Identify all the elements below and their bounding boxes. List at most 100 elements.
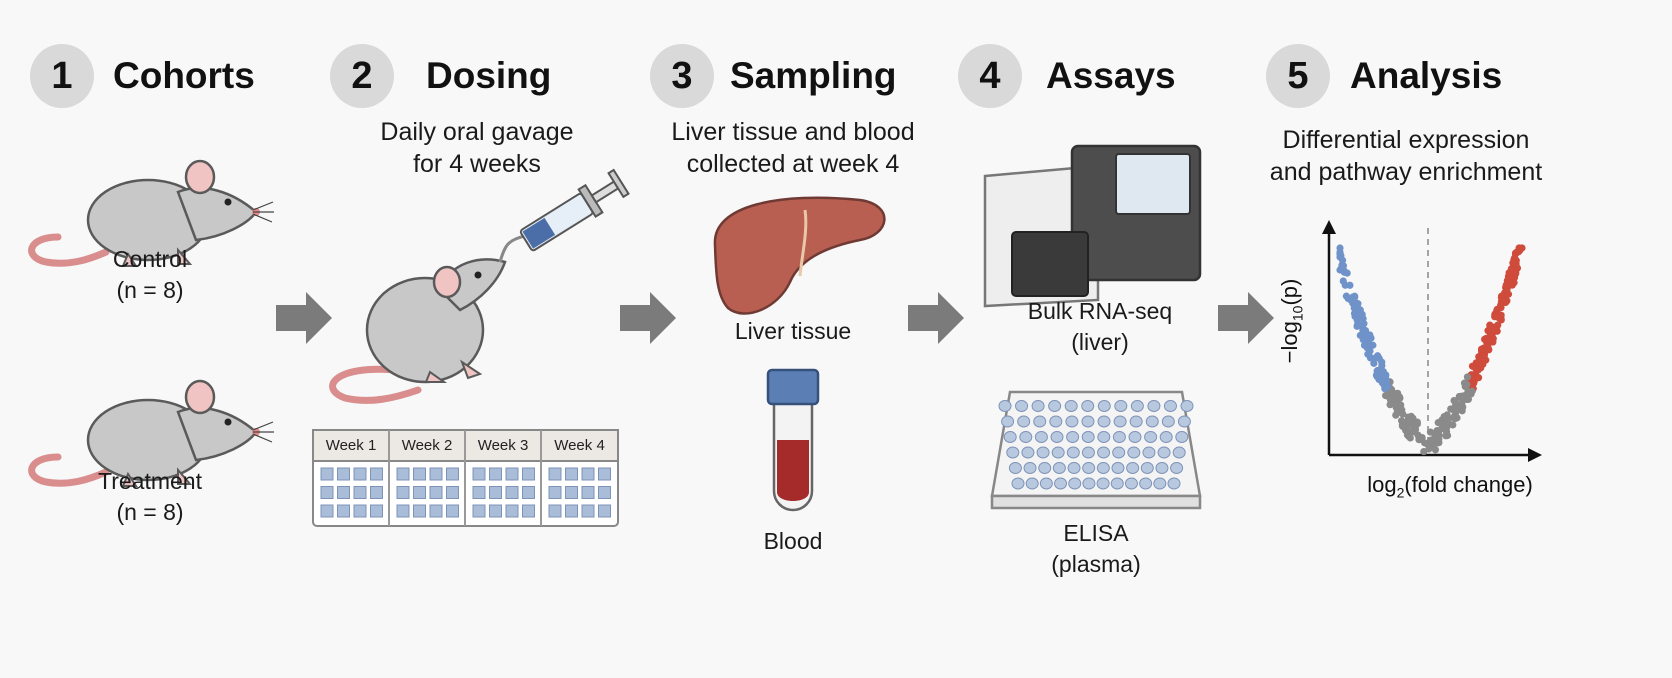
volcano-dot — [1467, 388, 1475, 396]
elisa-well — [1097, 431, 1111, 443]
elisa-well — [1157, 446, 1171, 459]
week-3-label: Week 3 — [477, 437, 529, 454]
step-2-title: Dosing — [426, 55, 552, 96]
volcano-dot — [1450, 413, 1458, 421]
calendar-day-cell — [413, 486, 426, 499]
calendar-day-cell — [413, 504, 426, 518]
volcano-dot — [1463, 381, 1471, 389]
elisa-well — [1066, 431, 1080, 443]
elisa-well — [1064, 400, 1078, 412]
elisa-well — [1011, 477, 1025, 490]
elisa-well — [1001, 415, 1015, 428]
elisa-well — [1175, 431, 1189, 443]
volcano-dot — [1497, 297, 1506, 306]
volcano-dot — [1484, 344, 1492, 352]
elisa-well — [1153, 477, 1167, 490]
calendar-day-cell — [320, 467, 334, 481]
analysis-subtitle: Differential expression and pathway enri… — [1269, 126, 1543, 186]
step-4-title: Assays — [1046, 55, 1176, 96]
elisa-well — [1021, 446, 1035, 459]
arrow-right-icon-2 — [620, 292, 676, 344]
volcano-dot — [1336, 250, 1344, 258]
volcano-dot — [1489, 338, 1497, 346]
volcano-dot — [1435, 427, 1443, 435]
mouse-icon-dosing — [329, 258, 507, 404]
volcano-dot — [1458, 392, 1466, 400]
elisa-well — [1144, 431, 1158, 443]
step-1-title: Cohorts — [113, 55, 255, 96]
elisa-well — [1081, 431, 1095, 443]
volcano-dot — [1387, 392, 1395, 400]
elisa-well — [1111, 462, 1125, 474]
elisa-well — [1170, 462, 1184, 474]
elisa-plate-icon — [990, 390, 1202, 510]
volcano-dot — [1420, 447, 1428, 456]
elisa-well — [1139, 477, 1153, 490]
calendar-day-cell — [370, 504, 383, 518]
calendar-day-cell — [429, 504, 443, 518]
elisa-well — [1050, 431, 1064, 443]
elisa-well — [1113, 415, 1127, 428]
elisa-well — [1110, 477, 1124, 490]
step-5-number: 5 — [1266, 44, 1330, 108]
calendar-day-cell — [522, 467, 535, 481]
sampling-subtitle: Liver tissue and blood collected at week… — [671, 118, 915, 178]
elisa-well — [1096, 462, 1110, 474]
elisa-well — [1003, 431, 1017, 443]
elisa-well — [1006, 446, 1020, 459]
elisa-well — [1081, 446, 1095, 459]
volcano-dot — [1360, 320, 1368, 328]
step-1-number: 1 — [30, 44, 94, 108]
calendar-day-cell — [353, 504, 367, 518]
step-3-number: 3 — [650, 44, 714, 108]
volcano-plot — [1322, 220, 1542, 462]
elisa-well — [1068, 477, 1082, 490]
elisa-well — [1163, 400, 1177, 412]
calendar-day-cell — [505, 504, 519, 518]
elisa-well — [1112, 431, 1126, 443]
volcano-dot — [1351, 312, 1359, 321]
volcano-dot — [1338, 261, 1346, 269]
volcano-dot — [1449, 421, 1457, 429]
elisa-well — [1031, 400, 1045, 412]
volcano-dot — [1447, 405, 1455, 413]
step-5-title: Analysis — [1350, 55, 1503, 96]
calendar-day-cell — [446, 486, 459, 499]
elisa-well — [1051, 446, 1065, 459]
dosing-subtitle: Daily oral gavage for 4 weeks — [380, 118, 574, 178]
arrow-right-icon-3 — [908, 292, 964, 344]
elisa-well — [1097, 446, 1111, 459]
calendar-day-cell — [505, 486, 519, 499]
volcano-xlabel: log2(fold change) — [1367, 472, 1533, 501]
volcano-dot — [1346, 281, 1354, 289]
volcano-dot — [1506, 281, 1514, 289]
calendar-day-cell — [505, 467, 519, 481]
elisa-well — [1096, 477, 1110, 490]
volcano-dot — [1399, 410, 1407, 418]
elisa-well — [1082, 462, 1096, 474]
elisa-label: ELISA (plasma) — [1051, 520, 1141, 577]
elisa-well — [1159, 431, 1173, 443]
elisa-well — [1038, 462, 1052, 474]
elisa-well — [1036, 446, 1050, 459]
blood-label: Blood — [763, 528, 823, 554]
calendar-day-cell — [548, 504, 562, 518]
calendar-day-cell — [429, 467, 443, 481]
calendar-day-cell — [429, 486, 443, 499]
step-3-title: Sampling — [730, 55, 897, 96]
calendar-day-cell — [472, 467, 486, 481]
elisa-well — [1039, 477, 1053, 490]
volcano-dot — [1367, 354, 1375, 362]
volcano-dot — [1423, 440, 1431, 448]
volcano-dot — [1516, 244, 1525, 253]
elisa-well — [1065, 415, 1079, 428]
calendar-day-cell — [522, 486, 535, 499]
elisa-well — [1033, 415, 1047, 428]
volcano-dot — [1430, 435, 1438, 443]
volcano-dot — [1481, 335, 1489, 343]
volcano-dot — [1509, 259, 1517, 267]
calendar-day-cell — [581, 504, 595, 518]
volcano-dot — [1470, 379, 1478, 387]
cohort-treatment-label: Treatment (n = 8) — [98, 468, 202, 525]
